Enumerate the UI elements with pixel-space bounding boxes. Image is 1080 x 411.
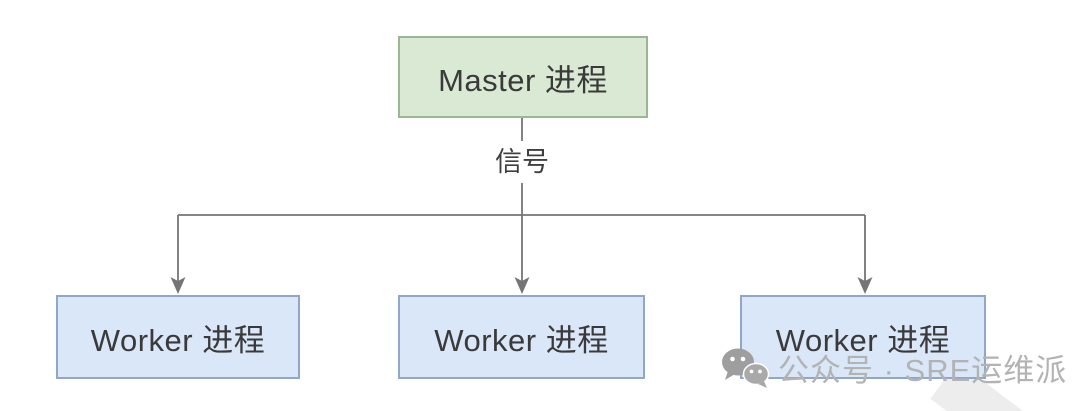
worker-process-label: Worker 进程 [775,322,951,358]
arrowhead-left [170,277,186,294]
worker-process-label: Worker 进程 [434,322,609,358]
worker-process-label: Worker 进程 [90,322,266,358]
master-process-label: Master 进程 [438,62,608,98]
worker-process-node-1: Worker 进程 [56,295,300,379]
signal-edge-label: 信号 [480,141,564,183]
wechat-icon [722,348,770,388]
worker-process-node-2: Worker 进程 [398,295,645,379]
watermark: 公众号 · SRE运维派 [720,345,1067,390]
worker-process-node-3: Worker 进程 [740,295,986,379]
arrowhead-middle [514,277,530,294]
arrowhead-right [857,277,873,294]
master-process-node: Master 进程 [398,36,648,118]
watermark-text: 公众号 · SRE运维派 [778,353,1068,388]
